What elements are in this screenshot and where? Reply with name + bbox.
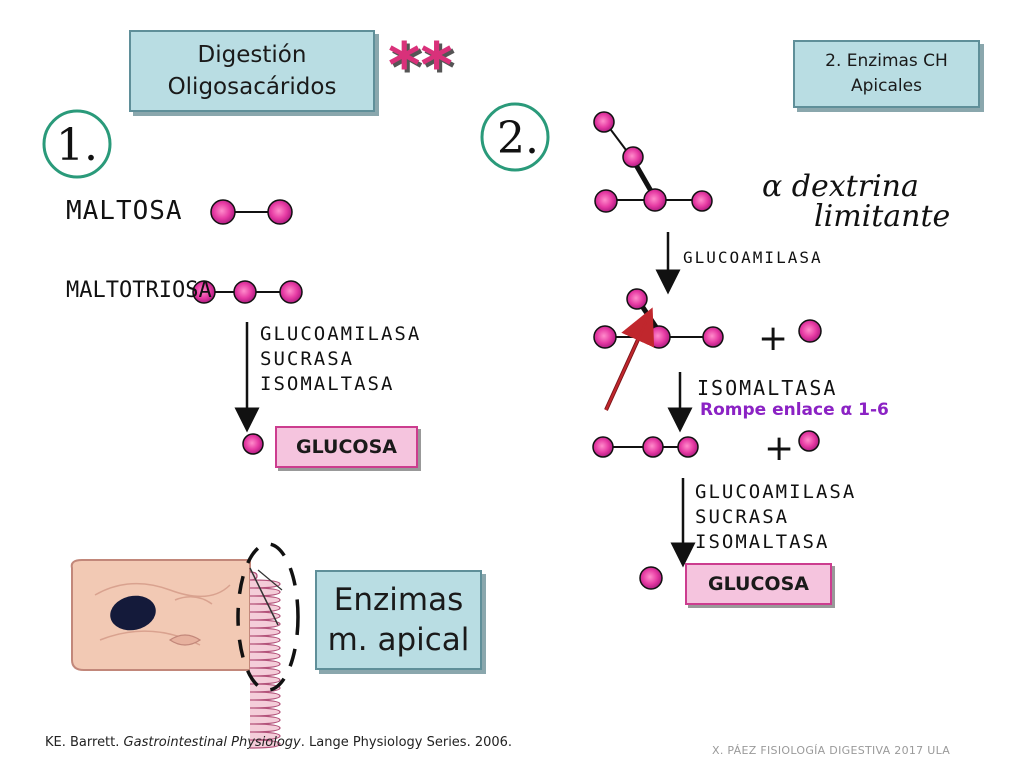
glucose-bead [642,436,664,458]
maltotriosa-label: MALTOTRIOSA [66,278,212,303]
glucose-bead [279,280,303,304]
nucleus [110,595,156,631]
dextrin-after-glucoamilasa [593,288,724,349]
title-line1: Digestión [197,42,307,68]
glucose-bead [593,325,617,349]
maltotriose-molecule [192,280,303,304]
alpha-dextrin-label: α dextrina limitante [762,172,950,232]
stars-mark: ** [388,29,453,102]
apical-membrane-highlight [236,542,300,692]
section1-glucose-bead [242,433,264,455]
section2-header-line2: Apicales [851,76,922,96]
glucose-bead [192,280,216,304]
glucose-bead [622,146,644,168]
glucoamilasa-step1-label: GLUCOAMILASA [683,248,823,267]
glucose-bead [647,325,671,349]
reference-authors: KE. Barrett. [45,735,120,750]
section2-enzyme-list: GLUCOAMILASA SUCRASA ISOMALTASA [695,480,856,555]
enzyme-item: SUCRASA [260,348,355,370]
reference-citation: KE. Barrett. Gastrointestinal Physiology… [45,735,512,750]
section2-header-box: 2. Enzimas CH Apicales [793,40,980,108]
glucose-bead [267,199,293,225]
isomaltasa-step2-label: ISOMALTASA [697,376,838,400]
enzyme-item: GLUCOAMILASA [260,323,422,345]
alpha-dextrin-line1: α dextrina [762,169,919,204]
section1-number: 1. [56,120,98,171]
glucose-bead [677,436,699,458]
bond-break-note: Rompe enlace α 1-6 [700,400,889,420]
glucose-bead [210,199,236,225]
microvilli [249,571,281,749]
section1-enzyme-list: GLUCOAMILASA SUCRASA ISOMALTASA [260,322,421,397]
section2-number-mark: 2. [480,102,550,172]
section2-glucose-bead [639,566,663,590]
free-glucose-bead-1 [798,319,822,343]
enzyme-item: ISOMALTASA [695,531,830,553]
free-glucose-bead-2 [798,430,820,452]
plus-sign-1: + [758,318,788,359]
section1-glucose-label: GLUCOSA [275,426,418,468]
maltosa-label: MALTOSA [66,196,183,226]
maltose-molecule [210,199,293,225]
glucose-bead [593,111,615,133]
glucose-bead [643,188,667,212]
section2-number: 2. [497,113,539,164]
title-box: Digestión Oligosacáridos [129,30,375,112]
glucose-bead [702,326,724,348]
glucose-bead [626,288,648,310]
reference-book: Gastrointestinal Physiology [123,735,301,750]
title-line2: Oligosacáridos [167,74,337,100]
alpha-dextrin-line2: limitante [814,199,951,234]
red-pointer-arrow-inner [604,321,648,411]
plus-sign-2: + [764,428,794,469]
enzyme-item: ISOMALTASA [260,373,395,395]
glucose-bead [592,436,614,458]
apical-enzymes-line1: Enzimas [333,582,464,618]
glucose-bead [594,189,618,213]
alpha-limit-dextrin [593,111,713,213]
section2-header-line1: 2. Enzimas CH [825,51,948,71]
apical-enzymes-box: Enzimas m. apical [315,570,482,670]
enterocyte-cell [70,542,300,749]
reference-rest: . Lange Physiology Series. 2006. [300,735,513,750]
section2-glucose-label: GLUCOSA [685,563,832,605]
apical-enzymes-line2: m. apical [327,622,470,658]
enzyme-item: SUCRASA [695,506,790,528]
glucose-bead [691,190,713,212]
enzyme-item: GLUCOAMILASA [695,481,857,503]
linear-chain-after-isomaltasa [592,436,699,458]
glucose-bead [233,280,257,304]
section1-number-mark: 1. [42,109,112,179]
footer-credit: X. PÁEZ FISIOLOGÍA DIGESTIVA 2017 ULA [712,744,951,757]
